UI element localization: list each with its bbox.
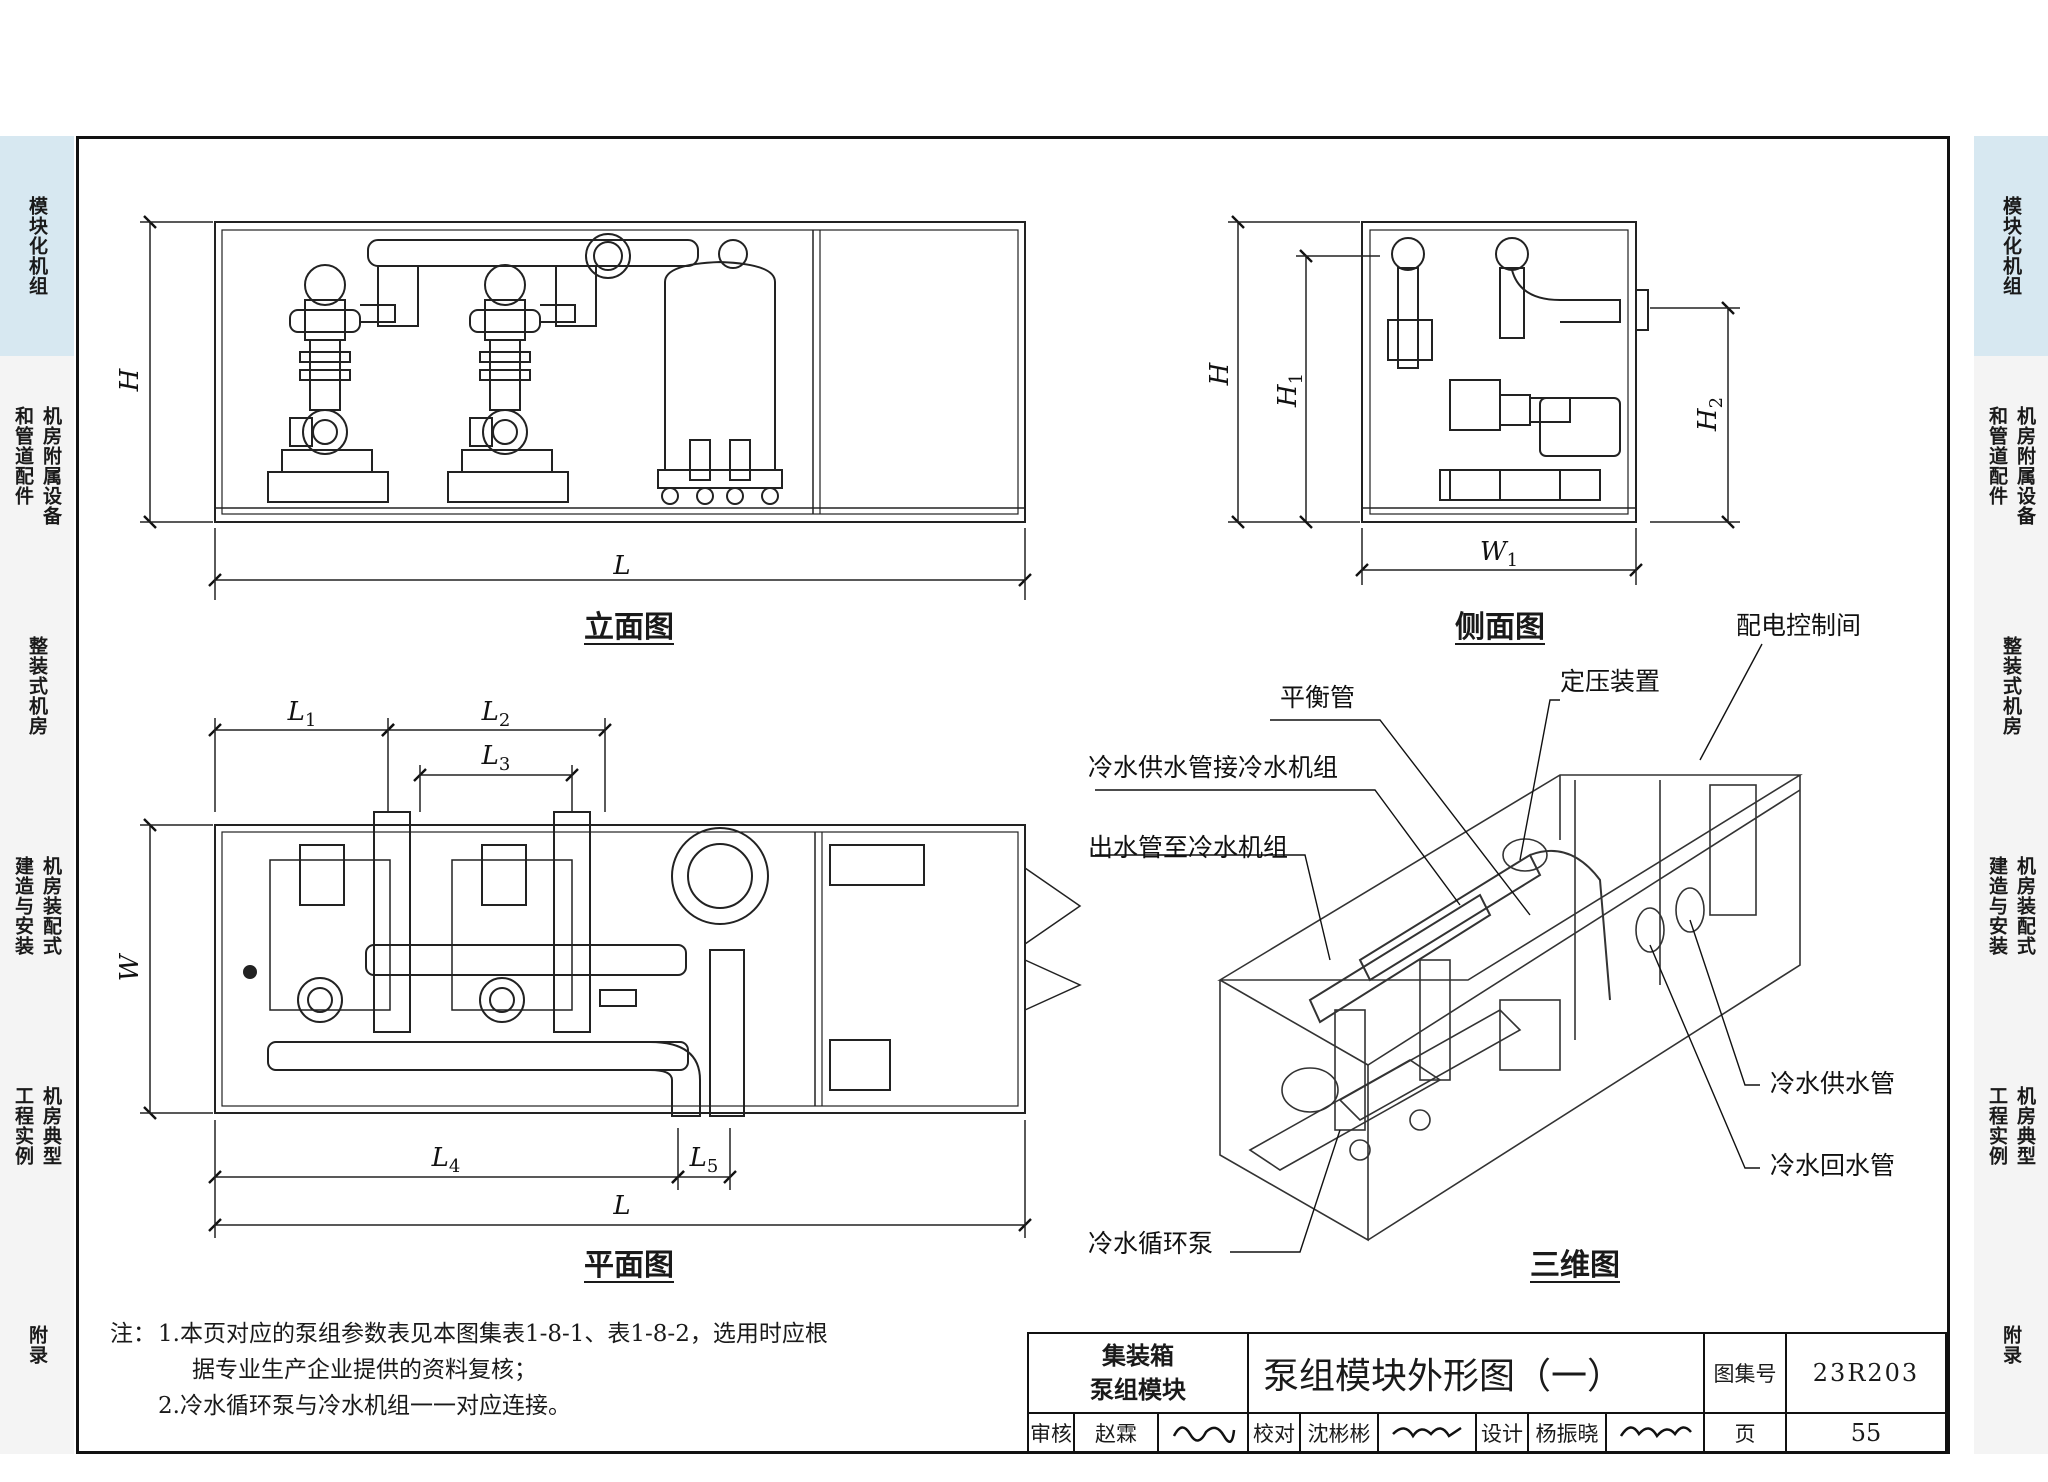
review-label: 审核 [1027,1412,1075,1454]
chapter-tab-label: 机房装配式 [40,856,62,956]
check-label: 校对 [1247,1412,1301,1454]
chapter-tab-label: 附录 [2000,1325,2022,1365]
chapter-tab-5[interactable]: 机房典型工程实例 [1974,1016,2048,1239]
chapter-tab-label: 附录 [26,1325,48,1365]
callout-return-pipe: 冷水回水管 [1770,1151,1895,1180]
3d-leaders [1095,643,1763,1253]
checker-signature [1377,1412,1477,1454]
dim-W-plan: W [115,952,145,981]
caption-plan: 平面图 [584,1248,674,1283]
drawing-frame [76,136,1950,1454]
chapter-tab-label: 模块化机组 [2000,196,2022,296]
module-name-line-2: 泵组模块 [1090,1376,1186,1404]
pump-2-elevation [447,264,576,503]
dim-L1-plan: L1 [287,697,317,731]
callout-circulation-pump: 冷水循环泵 [1088,1229,1213,1258]
dim-W1-side: W1 [1480,537,1518,571]
chapter-tab-3[interactable]: 整装式机房 [0,576,74,799]
dim-L2-plan: L2 [481,697,511,731]
callout-control-room: 配电控制间 [1736,611,1861,640]
plan-dims [140,718,1032,1238]
chapter-tab-label: 建造与安装 [12,856,34,956]
checker-name: 沈彬彬 [1299,1412,1379,1454]
callout-supply-pipe: 冷水供水管 [1770,1069,1895,1098]
page-label: 页 [1703,1412,1787,1454]
designer-name: 杨振晓 [1527,1412,1607,1454]
chapter-tab-label: 整装式机房 [2000,636,2022,736]
chapter-tab-1[interactable]: 模块化机组 [0,136,74,359]
chapter-tab-3[interactable]: 整装式机房 [1974,576,2048,799]
drawing-title: 泵组模块外形图（一） [1247,1332,1705,1414]
caption-side: 侧面图 [1455,610,1545,645]
chapter-tab-label: 模块化机组 [26,196,48,296]
pressure-tank-elevation [657,260,783,505]
caption-elevation: 立面图 [584,610,674,645]
chapter-tab-label: 机房典型 [2014,1086,2036,1166]
design-label: 设计 [1475,1412,1529,1454]
chapter-tab-4[interactable]: 机房装配式建造与安装 [0,796,74,1019]
atlas-label: 图集号 [1703,1332,1787,1414]
dim-L-plan: L [612,1191,630,1221]
chapter-tab-1[interactable]: 模块化机组 [1974,136,2048,359]
chapter-tab-label: 工程实例 [12,1086,34,1166]
reviewer-name: 赵霖 [1073,1412,1159,1454]
svg-text:H1: H1 [1273,373,1307,408]
caption-3d: 三维图 [1530,1248,1620,1283]
chapter-tab-label: 和管道配件 [1986,406,2008,506]
chapter-tab-6[interactable]: 附录 [1974,1236,2048,1457]
chapter-tab-label: 和管道配件 [12,406,34,506]
dim-H-side: H [1205,361,1235,386]
chapter-tab-label: 机房装配式 [2014,856,2036,956]
chapter-tab-6[interactable]: 附录 [0,1236,74,1457]
notes-line-1: 1.本页对应的泵组参数表见本图集表1-8-1、表1-8-2，选用时应根 [158,1321,828,1347]
atlas-number: 23R203 [1785,1332,1947,1414]
page-number: 55 [1785,1412,1947,1454]
dim-H1-side: H1 [1273,373,1307,408]
svg-text:H2: H2 [1693,397,1727,432]
title-block: 集装箱 泵组模块 泵组模块外形图（一） 图集号 23R203 审核 赵霖 校对 … [1027,1332,1947,1454]
notes-label: 注： [110,1321,156,1347]
chapter-tab-4[interactable]: 机房装配式建造与安装 [1974,796,2048,1019]
callout-outlet-to-chiller: 出水管至冷水机组 [1088,833,1288,862]
three-d-view [1095,643,1803,1253]
chapter-tab-2[interactable]: 机房附属设备和管道配件 [1974,356,2048,579]
3d-piping [1248,838,1705,1171]
callout-supply-to-chiller: 冷水供水管接冷水机组 [1088,753,1338,782]
chapter-tab-5[interactable]: 机房典型工程实例 [0,1016,74,1239]
dim-L4-plan: L4 [431,1143,461,1177]
module-name-line-1: 集装箱 [1102,1342,1174,1370]
dim-L3-plan: L3 [481,741,511,775]
dim-H2-side: H2 [1693,397,1727,432]
elevation-container-outline [214,221,1026,523]
reviewer-signature [1157,1412,1249,1454]
pump-1-elevation [267,264,396,503]
chapter-tab-2[interactable]: 机房附属设备和管道配件 [0,356,74,579]
header-pipe [367,239,699,267]
chapter-tab-label: 建造与安装 [1986,856,2008,956]
side-dims [1228,215,1740,585]
elevation-view [140,215,1032,600]
chapter-tab-label: 整装式机房 [26,636,48,736]
chapter-tab-label: 机房附属设备 [2014,406,2036,526]
side-view [1228,215,1740,585]
callout-balance-pipe: 平衡管 [1280,683,1355,712]
dim-L-elevation: L [612,551,630,581]
elevation-dims [140,215,1032,600]
side-container-outline [1361,221,1637,523]
dim-H-elevation: H [115,367,145,392]
notes-line-3: 2.冷水循环泵与冷水机组一一对应连接。 [158,1393,571,1419]
module-name-cell: 集装箱 泵组模块 [1027,1332,1249,1414]
plan-view [140,718,1082,1238]
chapter-tab-label: 机房附属设备 [40,406,62,526]
chapter-tab-label: 机房典型 [40,1086,62,1166]
designer-signature [1605,1412,1705,1454]
notes-line-2: 据专业生产企业提供的资料复核； [192,1357,537,1383]
dim-L5-plan: L5 [689,1143,719,1177]
chapter-tab-label: 工程实例 [1986,1086,2008,1166]
callout-pressure-device: 定压装置 [1560,667,1660,696]
plan-container-outline [214,824,1026,1114]
